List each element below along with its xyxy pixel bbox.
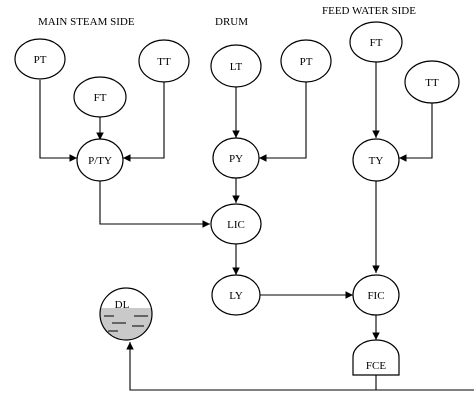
connections bbox=[39, 62, 474, 391]
node-drum-pt-label: PT bbox=[300, 56, 313, 68]
node-drum-lt-shape bbox=[210, 44, 262, 88]
node-lic-label: LIC bbox=[227, 219, 245, 231]
node-ms-pt-shape bbox=[14, 38, 66, 80]
node-fce: FCE bbox=[352, 339, 400, 376]
wire-ms-pt-to-pty bbox=[39, 80, 77, 162]
node-ms-pt: PT bbox=[14, 38, 66, 80]
node-ms-ft: FT bbox=[73, 76, 127, 118]
node-ms-tt-shape bbox=[138, 39, 190, 83]
wire-fw-tt-to-ty bbox=[399, 103, 433, 162]
wire-pty-to-lic bbox=[99, 181, 210, 228]
node-py-shape bbox=[212, 137, 260, 179]
node-fic-shape bbox=[352, 274, 400, 316]
wire-drum-pt-to-py bbox=[259, 82, 307, 162]
header-drum: DRUM bbox=[215, 16, 248, 28]
node-drum-pt-shape bbox=[280, 39, 332, 83]
node-ms-ft-label: FT bbox=[94, 92, 107, 104]
node-fw-ft-label: FT bbox=[370, 37, 383, 49]
node-fw-tt-shape bbox=[404, 60, 460, 104]
node-fw-ft-shape bbox=[349, 21, 403, 63]
node-ms-ft-shape bbox=[73, 76, 127, 118]
node-pty-label: P/TY bbox=[88, 155, 112, 167]
node-pty: P/TY bbox=[76, 138, 124, 182]
node-dl-shape bbox=[99, 287, 153, 341]
node-pty-shape bbox=[76, 138, 124, 182]
node-ty-shape bbox=[352, 138, 400, 182]
node-fw-tt: TT bbox=[404, 60, 460, 104]
node-py: PY bbox=[212, 137, 260, 179]
node-ty: TY bbox=[352, 138, 400, 182]
node-fw-tt-label: TT bbox=[425, 77, 439, 89]
node-ly-label: LY bbox=[229, 290, 243, 302]
node-lic-shape bbox=[210, 203, 262, 245]
node-drum-lt: LT bbox=[210, 44, 262, 88]
node-ly-shape bbox=[211, 274, 261, 316]
node-fic: FIC bbox=[352, 274, 400, 316]
drum-level-water-marks bbox=[104, 315, 148, 332]
node-ms-tt: TT bbox=[138, 39, 190, 83]
node-drum-lt-label: LT bbox=[230, 61, 243, 73]
node-dl-label: DL bbox=[115, 299, 130, 311]
node-drum-pt: PT bbox=[280, 39, 332, 83]
node-ly: LY bbox=[211, 274, 261, 316]
drum-level-fill bbox=[100, 308, 152, 340]
node-ms-pt-label: PT bbox=[34, 54, 47, 66]
wire-process-to-drum bbox=[126, 342, 474, 391]
node-fw-ft: FT bbox=[349, 21, 403, 63]
node-ty-label: TY bbox=[369, 155, 384, 167]
node-dl: DL bbox=[99, 287, 153, 341]
wire-ms-tt-to-pty bbox=[122, 82, 165, 162]
node-lic: LIC bbox=[210, 203, 262, 245]
header-feed-water-side: FEED WATER SIDE bbox=[322, 5, 416, 17]
node-fce-label: FCE bbox=[366, 360, 386, 372]
header-main-steam-side: MAIN STEAM SIDE bbox=[38, 16, 135, 28]
node-py-label: PY bbox=[229, 153, 243, 165]
node-fic-label: FIC bbox=[367, 290, 384, 302]
node-ms-tt-label: TT bbox=[157, 56, 171, 68]
node-fce-shape bbox=[352, 339, 400, 376]
